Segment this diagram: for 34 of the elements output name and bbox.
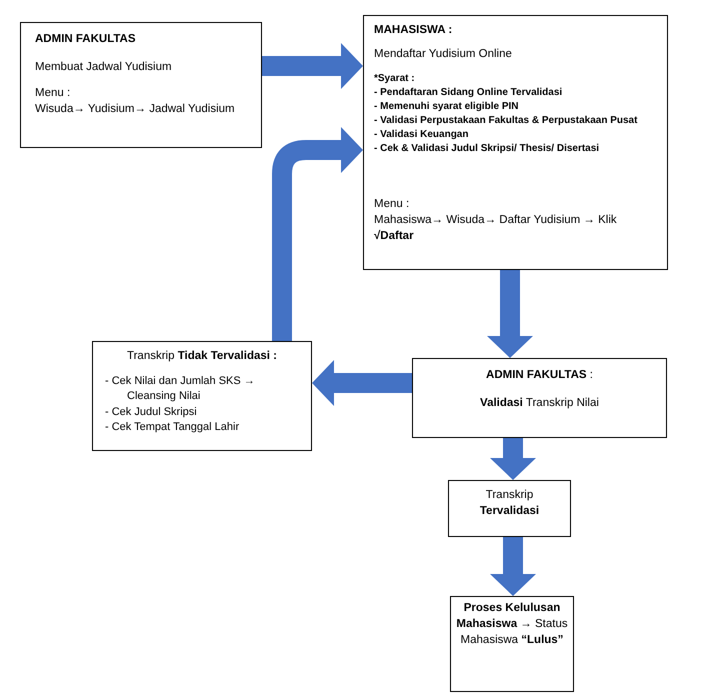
box-text: - Cek Judul Skripsi xyxy=(105,404,198,420)
box-text: ADMIN FAKULTAS : xyxy=(485,368,594,383)
box-text: Menu : xyxy=(374,197,410,212)
process-box xyxy=(412,358,667,438)
process-box xyxy=(363,15,668,270)
box-text: - Cek & Validasi Judul Skripsi/ Thesis/ Disertasi xyxy=(374,142,600,156)
box-text: Mendaftar Yudisium Online xyxy=(374,47,513,62)
box-text: - Cek Tempat Tanggal Lahir xyxy=(105,420,240,436)
box-text: Wisuda→ Yudisium→ Jadwal Yudisium xyxy=(35,102,236,118)
box-text: Transkrip Tervalidasi xyxy=(478,488,540,520)
process-box xyxy=(92,341,312,451)
box-text: - Memenuhi syarat eligible PIN xyxy=(374,100,520,114)
process-box xyxy=(450,596,574,692)
box-text: MAHASISWA : xyxy=(374,23,454,38)
process-box xyxy=(448,480,571,537)
box-text: ADMIN FAKULTAS xyxy=(35,32,137,47)
box-text: Membuat Jadwal Yudisium xyxy=(35,60,173,76)
block-arrow xyxy=(487,270,533,358)
box-text: - Validasi Keuangan xyxy=(374,128,470,142)
block-arrow xyxy=(490,438,536,480)
box-text: - Cek Nilai dan Jumlah SKS → Cleansing Nilai xyxy=(105,374,256,404)
box-text: Validasi Transkrip Nilai xyxy=(479,396,600,412)
box-text: Mahasiswa→ Wisuda→ Daftar Yudisium → Klik √Daftar xyxy=(374,213,618,244)
block-arrow xyxy=(272,127,363,341)
block-arrow xyxy=(490,537,536,596)
box-text: *Syarat : xyxy=(374,72,416,86)
process-box xyxy=(20,22,262,148)
box-text: Menu : xyxy=(35,86,72,102)
box-text: - Pendaftaran Sidang Online Tervalidasi xyxy=(374,86,564,100)
box-text: - Validasi Perpustakaan Fakultas & Perpustakaan Pusat xyxy=(374,114,638,128)
box-text: Proses Kelulusan Mahasiswa → Status Mahasiswa “Lulus” xyxy=(455,601,569,648)
box-text: Transkrip Tidak Tervalidasi : xyxy=(126,349,278,364)
block-arrow xyxy=(312,360,412,406)
block-arrow xyxy=(262,43,363,89)
